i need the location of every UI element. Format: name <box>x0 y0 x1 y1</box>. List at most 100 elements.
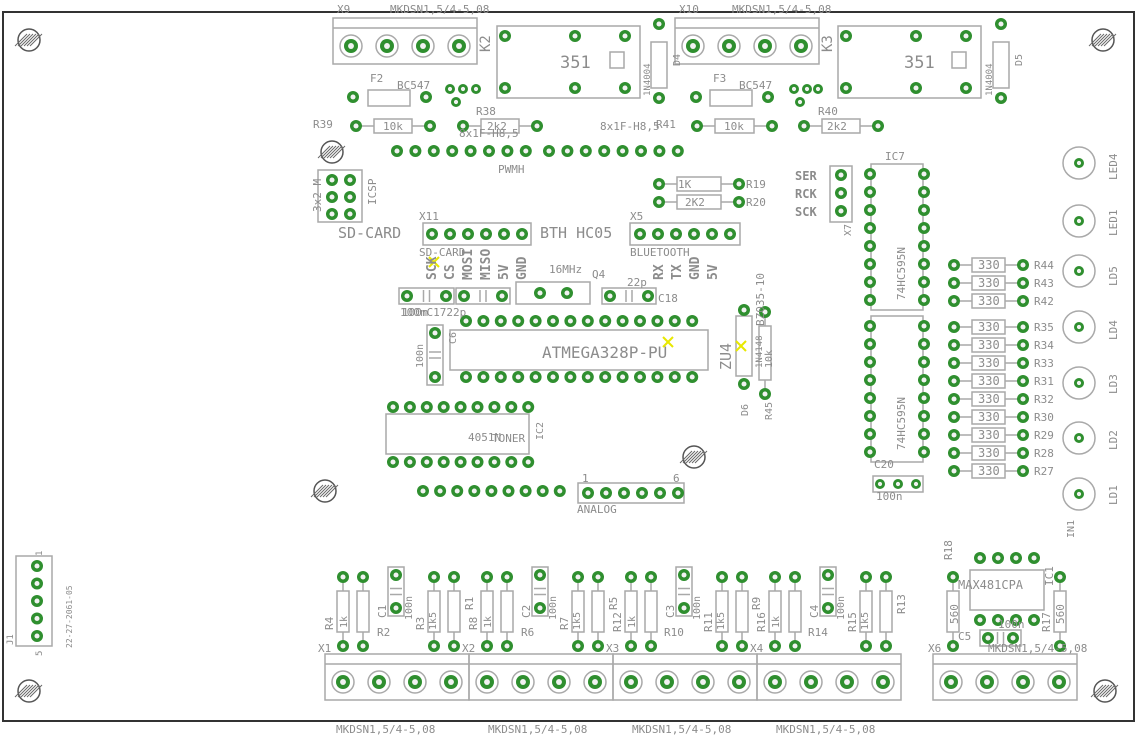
mounting-hole-hatch <box>322 484 336 498</box>
j1-pad-hole <box>34 563 40 569</box>
label-c20-val: 100n <box>876 490 903 503</box>
cap-pad-hole <box>432 330 438 336</box>
label-330: 330 <box>978 428 1000 442</box>
label-c18: C18 <box>658 292 678 305</box>
label-k3: K3 <box>820 35 836 52</box>
label-pin-tx: TX <box>670 264 685 280</box>
terminal-block <box>756 653 902 701</box>
label-560: 560 <box>948 604 961 624</box>
led-outline <box>1062 204 1096 238</box>
resistor-pad-hole <box>1020 414 1026 420</box>
dip-pad-hole <box>867 377 873 383</box>
label-r31: R31 <box>1034 375 1054 388</box>
res-1k <box>336 590 350 633</box>
label-d5: D5 <box>1014 54 1025 66</box>
relay-pad-hole <box>843 33 849 39</box>
dip-pad-hole <box>921 243 927 249</box>
resistor-pad-hole <box>739 574 745 580</box>
label-mk-1: MKDSN1,5/4-5,08 <box>336 723 435 736</box>
res-1k <box>500 590 514 633</box>
label-r19: R19 <box>746 178 766 191</box>
label-ld2: LD2 <box>1107 430 1120 450</box>
resistor-330 <box>971 337 1006 353</box>
resistor-pad-hole <box>951 342 957 348</box>
label-analog: ANALOG <box>577 503 617 516</box>
terminal-pad-hole <box>762 43 768 49</box>
resistor-pad-hole <box>451 643 457 649</box>
mounting-hole-hatch <box>329 145 343 159</box>
resistor-pad-hole <box>951 396 957 402</box>
mounting-hole <box>17 28 41 52</box>
dip-pad-hole <box>407 404 413 410</box>
diode-outline <box>992 41 1010 89</box>
mounting-hole-hatch <box>29 684 43 698</box>
resistor-pad-hole <box>648 574 654 580</box>
terminal-ring <box>789 34 813 58</box>
label-1k: 1k <box>627 616 638 628</box>
led-outline <box>1062 366 1096 400</box>
header-pad-hole <box>620 148 626 154</box>
mounting-hole-hatch <box>26 684 40 698</box>
label-r39-val: 10k <box>383 120 403 133</box>
label-icsp-type: 3x2 M <box>311 179 324 212</box>
mounting-hole-hatch <box>1100 33 1114 47</box>
label-r18: R18 <box>942 540 955 560</box>
res-1k5 <box>571 590 585 633</box>
terminal-pad-hole <box>984 679 990 685</box>
header-pad-hole <box>505 488 512 494</box>
dip-pad-hole <box>921 323 927 329</box>
terminal-block <box>332 17 478 65</box>
r20-body <box>676 194 722 210</box>
header-pad-hole <box>501 231 507 237</box>
label-bz035: BZ035-10 <box>754 273 767 326</box>
terminal-ring <box>681 34 705 58</box>
fuse-pad-hole <box>693 94 699 100</box>
resistor-330 <box>971 463 1006 479</box>
mounting-hole-hatch <box>691 450 705 464</box>
cap-pad-hole <box>877 481 883 487</box>
mounting-hole-hatch <box>682 450 696 464</box>
terminal-ring <box>547 670 571 694</box>
dip-pad-hole <box>977 555 983 561</box>
label-bc547-b: BC547 <box>739 79 772 92</box>
resistor-pad-hole <box>951 378 957 384</box>
res-1k <box>480 590 494 633</box>
mounting-hole-hatch <box>332 145 346 159</box>
relay-pad-hole <box>913 33 919 39</box>
dip-pad-hole <box>498 318 504 324</box>
label-in1: IN1 <box>1066 520 1077 538</box>
label-r30: R30 <box>1034 411 1054 424</box>
dip-pad-hole <box>977 617 983 623</box>
mounting-hole <box>313 479 337 503</box>
diode-outline <box>650 41 668 89</box>
label-r4: R4 <box>323 616 336 630</box>
terminal-ring <box>447 34 471 58</box>
header-pad-hole <box>838 172 844 178</box>
terminal-ring <box>375 34 399 58</box>
led-outline <box>1062 310 1096 344</box>
header-pad-hole <box>523 148 529 154</box>
mounting-hole-hatch <box>26 33 40 47</box>
mounting-hole-hatch <box>1103 33 1117 47</box>
label-bluetooth: BLUETOOTH <box>630 246 690 259</box>
component-pads <box>31 18 1084 689</box>
dip-pad-hole <box>867 279 873 285</box>
resistor-pad-hole <box>1020 378 1026 384</box>
label-r6: R6 <box>521 626 534 639</box>
label-diode-b: 1N4004 <box>985 63 995 96</box>
resistor-pad-hole <box>719 643 725 649</box>
label-r40-val: 2k2 <box>827 120 847 133</box>
terminal-ring <box>753 34 777 58</box>
resistor-330 <box>971 275 1006 291</box>
terminal-pad-hole <box>592 679 598 685</box>
led-pad-hole <box>1076 324 1082 330</box>
label-j1-pin1: 1 <box>35 551 45 556</box>
dip-pad-hole <box>921 359 927 365</box>
label-atmega: ATMEGA328P-PU <box>542 343 667 362</box>
cap-outline <box>387 566 405 617</box>
terminal-ring <box>691 670 715 694</box>
resistor-pad-hole <box>1057 574 1063 580</box>
dip-pad-hole <box>1013 555 1019 561</box>
terminal-pad-hole <box>448 679 454 685</box>
dip-pad-hole <box>867 297 873 303</box>
